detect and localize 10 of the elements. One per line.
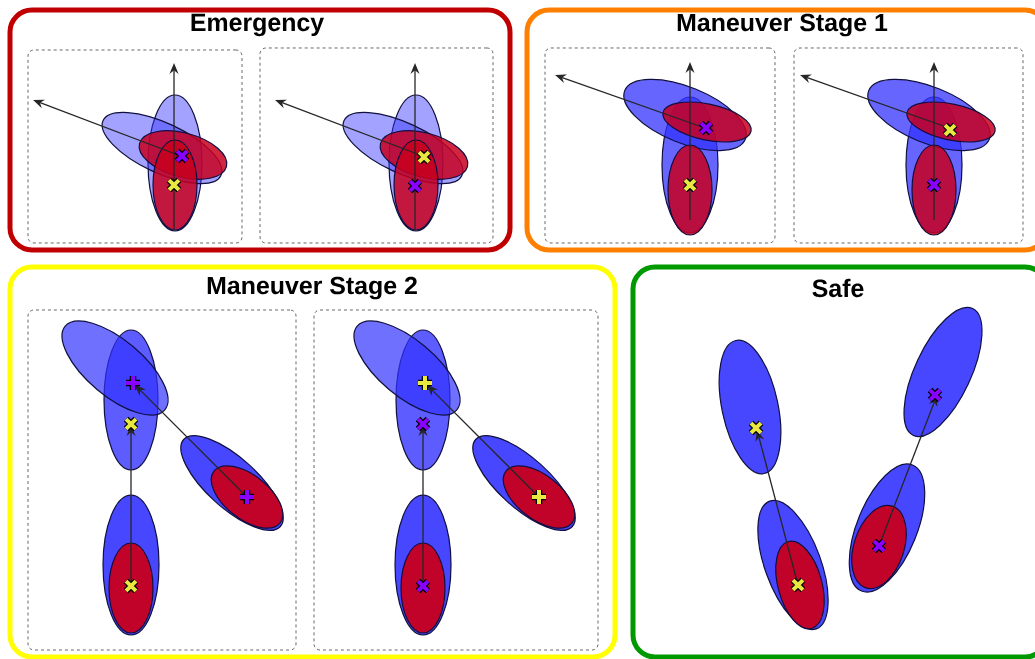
dashed-box — [793, 47, 1024, 244]
dashed-box — [313, 309, 599, 651]
dashed-box — [27, 49, 243, 244]
panel: Safe — [630, 264, 1035, 659]
panel: Emergency — [7, 7, 513, 253]
dashed-box — [259, 47, 494, 244]
panel: Maneuver Stage 1 — [524, 7, 1035, 253]
dashed-box — [27, 309, 297, 651]
dashed-box — [544, 47, 776, 244]
panel: Maneuver Stage 2 — [7, 264, 618, 659]
